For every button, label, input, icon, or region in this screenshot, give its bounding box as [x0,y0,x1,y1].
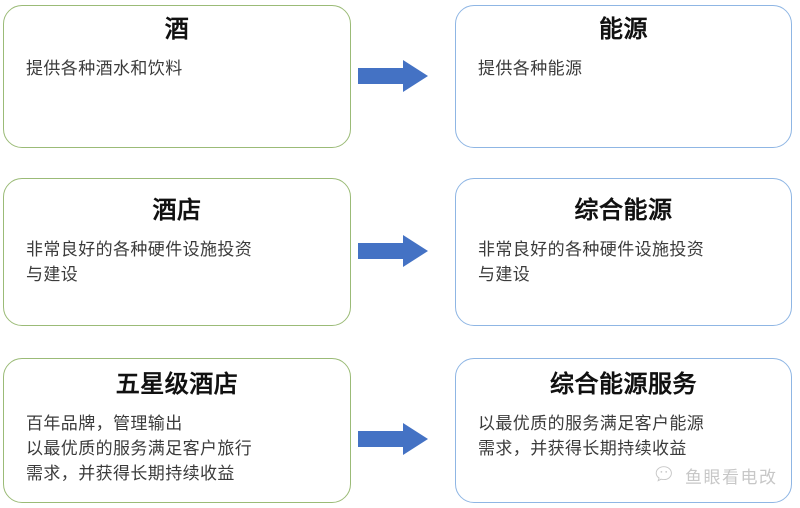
card-body: 以最优质的服务满足客户能源 需求，并获得长期持续收益 [478,414,705,458]
card-body: 非常良好的各种硬件设施投资 与建设 [478,240,705,284]
card-right-row-3: 综合能源服务 以最优质的服务满足客户能源 需求，并获得长期持续收益 [455,358,792,503]
card-body: 提供各种酒水和饮料 [26,59,183,78]
card-title: 综合能源服务 [550,371,697,398]
card-title: 综合能源 [574,197,673,224]
right-arrow-icon [358,423,428,455]
card-left-row-1: 酒 提供各种酒水和饮料 [3,5,351,148]
card-title: 能源 [599,16,648,43]
card-title: 酒 [164,16,190,43]
card-right-row-2: 综合能源 非常良好的各种硬件设施投资 与建设 [455,178,792,326]
card-left-row-2: 酒店 非常良好的各种硬件设施投资 与建设 [3,178,351,326]
card-body: 提供各种能源 [478,59,583,78]
card-title: 酒店 [152,197,202,224]
card-right-row-1: 能源 提供各种能源 [455,5,792,148]
right-arrow-icon [358,60,428,92]
card-body: 百年品牌，管理输出 以最优质的服务满足客户旅行 需求，并获得长期持续收益 [26,414,253,483]
card-left-row-3: 五星级酒店 百年品牌，管理输出 以最优质的服务满足客户旅行 需求，并获得长期持续… [3,358,351,503]
card-body: 非常良好的各种硬件设施投资 与建设 [26,240,253,284]
right-arrow-icon [358,235,428,267]
card-title: 五星级酒店 [115,371,239,398]
